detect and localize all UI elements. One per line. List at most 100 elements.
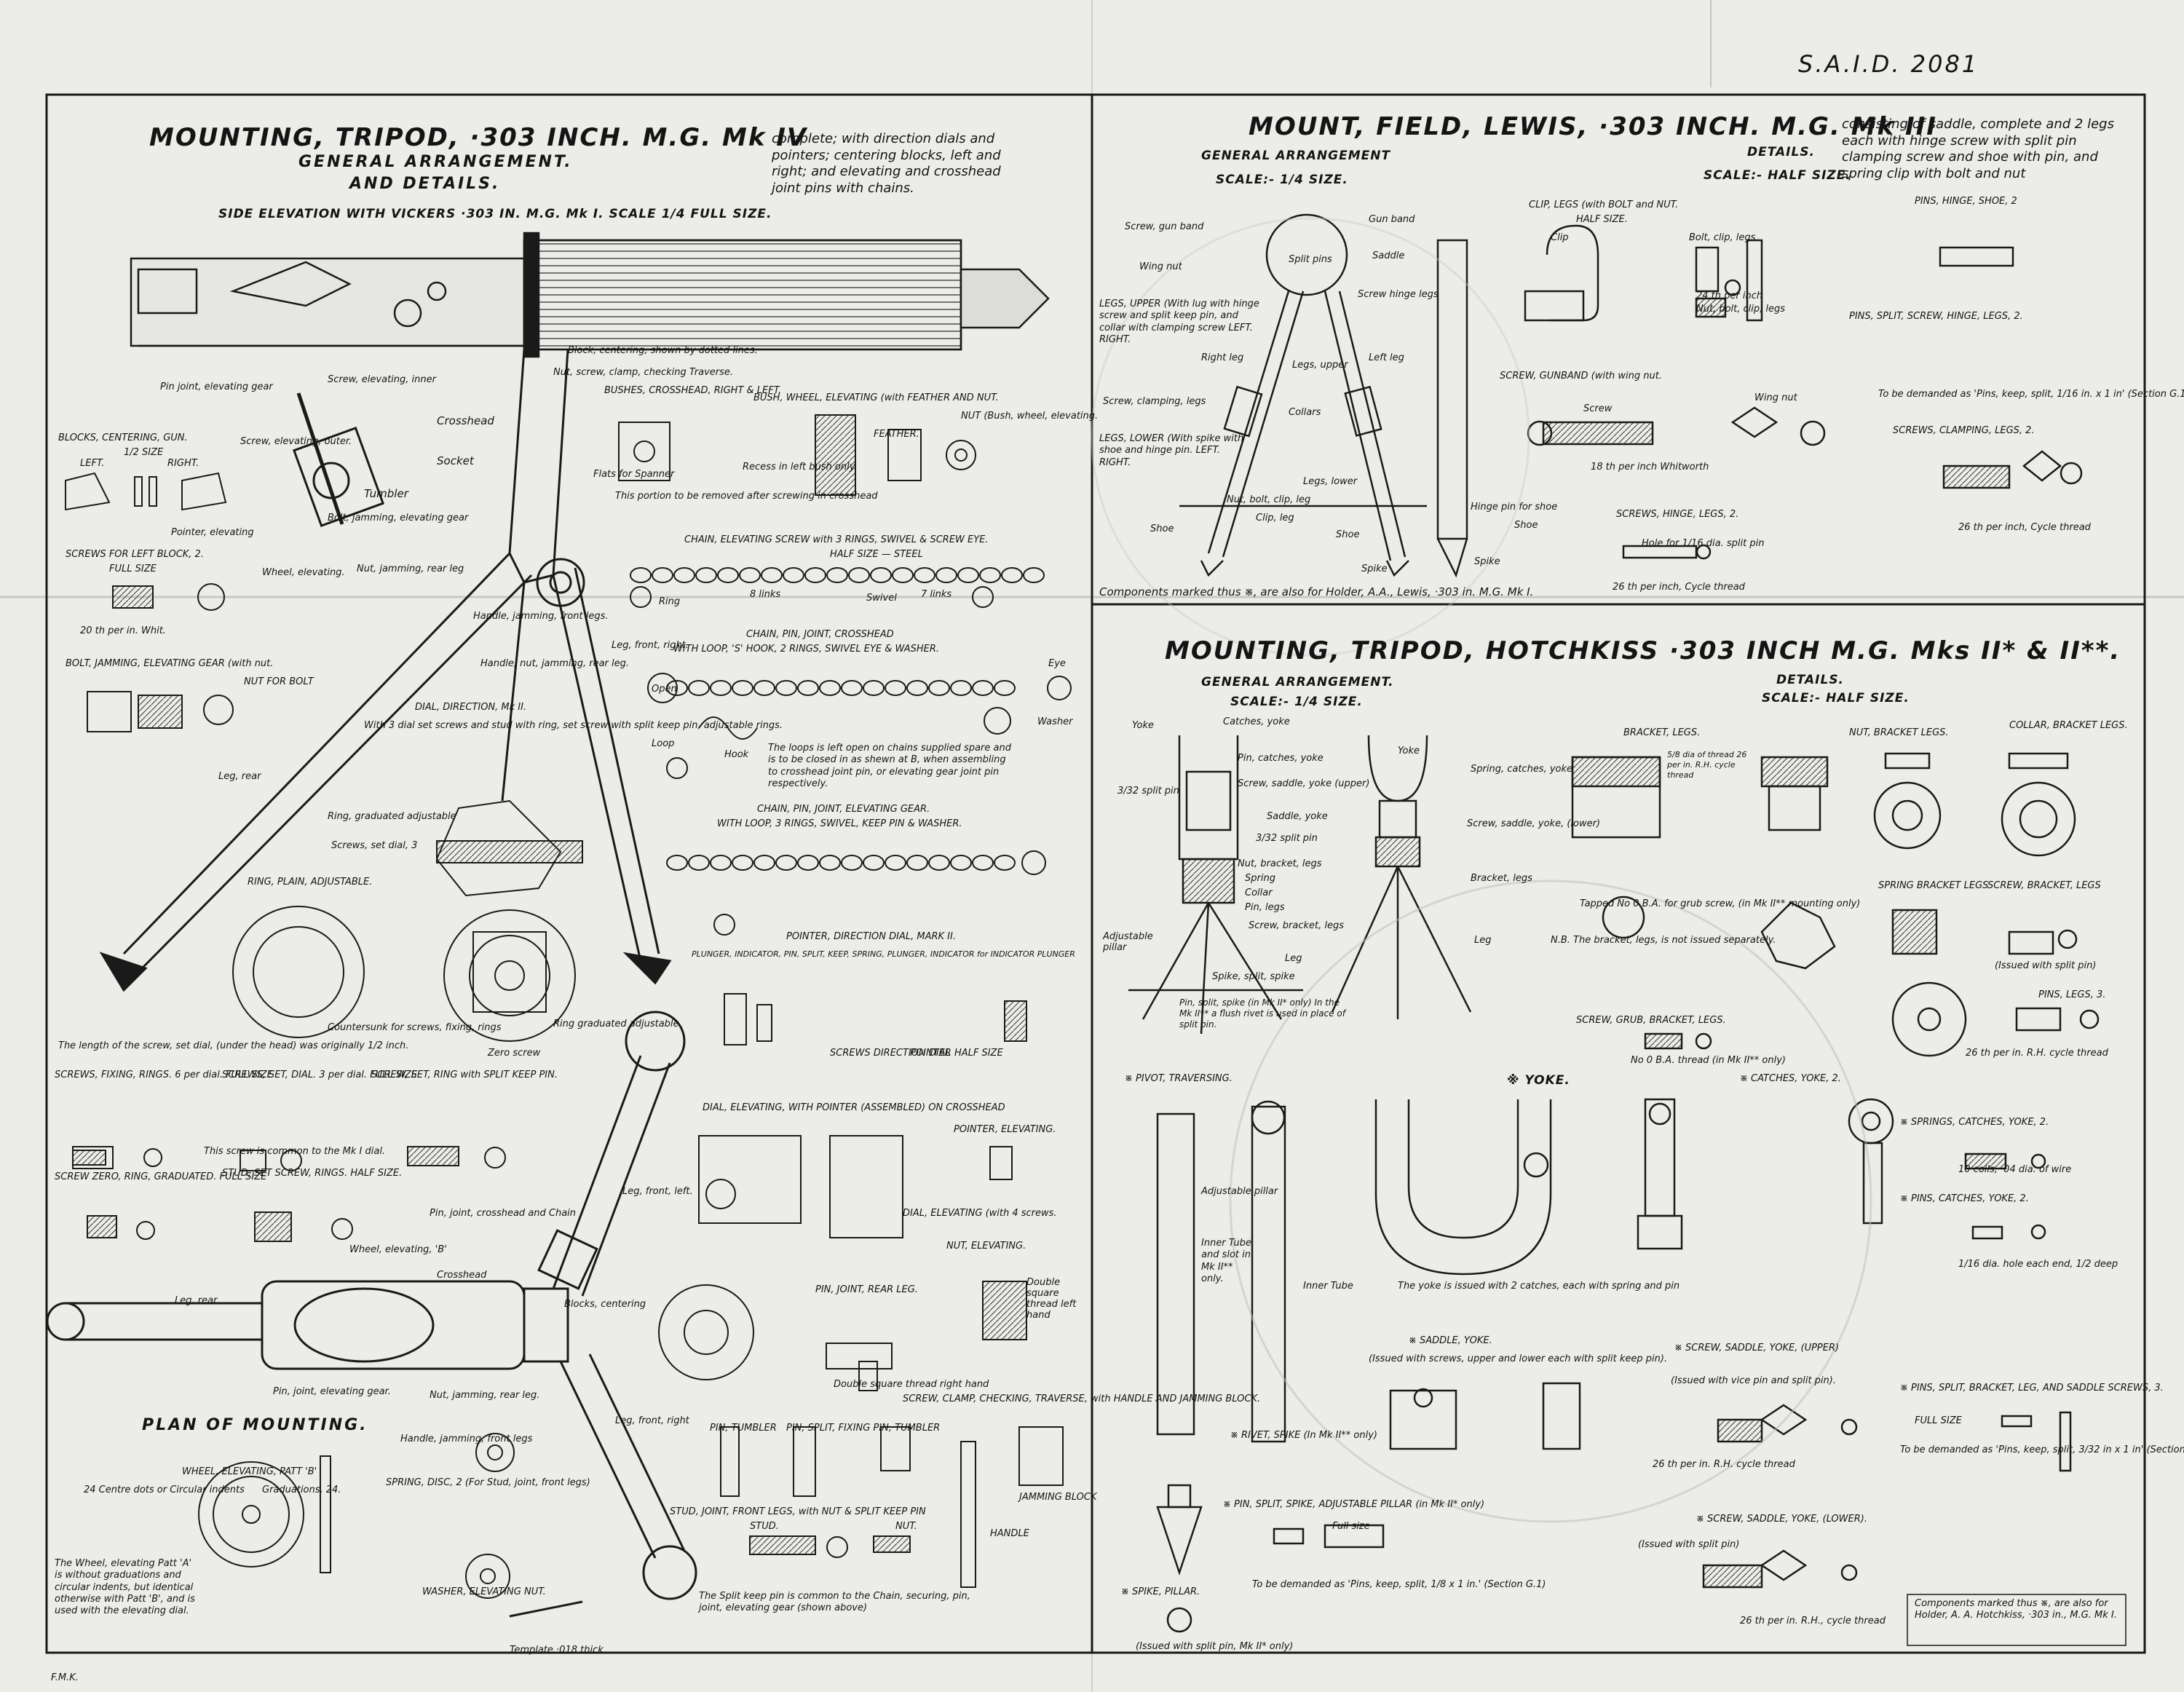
label: Bracket, legs <box>1471 873 1532 884</box>
lewis-title: MOUNT, FIELD, LEWIS, ·303 INCH. M.G. Mk … <box>1249 112 1937 141</box>
label: Open <box>652 684 677 695</box>
label: 8 links <box>750 589 781 600</box>
label: ※ SPIKE, PILLAR. <box>1121 1586 1200 1597</box>
vickers-gun <box>130 232 1050 358</box>
label: Leg, front, left. <box>622 1186 693 1197</box>
hotchkiss-details <box>1156 1098 2072 1633</box>
label: Gun band <box>1369 214 1415 225</box>
label: WITH LOOP, 3 RINGS, SWIVEL, KEEP PIN & W… <box>717 818 962 829</box>
label: POINTER, DIRECTION DIAL, MARK II. <box>786 931 956 942</box>
label: Nut, bracket, legs <box>1238 858 1322 869</box>
label: (Issued with vice pin and split pin). <box>1671 1375 1836 1386</box>
label: Screw, gun band <box>1125 221 1204 232</box>
label: COLLAR, BRACKET LEGS. <box>2009 720 2128 731</box>
hotchkiss-details: DETAILS. <box>1776 673 1845 687</box>
label: Screw hinge legs <box>1358 289 1439 300</box>
label: Legs, lower <box>1303 476 1358 487</box>
label: Inner Tube and slot in Mk II** only. <box>1201 1238 1251 1284</box>
mid-column-parts <box>198 993 1064 1618</box>
label: Screw, saddle, yoke, (lower) <box>1467 818 1601 829</box>
label: Adjustable pillar <box>1201 1186 1278 1197</box>
label: Handle, jamming, front legs <box>400 1434 533 1444</box>
label: WASHER, ELEVATING NUT. <box>422 1586 546 1597</box>
label: LEGS, UPPER (With lug with hinge screw a… <box>1099 299 1259 345</box>
label: Pin, legs <box>1245 902 1285 913</box>
label: JAMMING BLOCK <box>1019 1492 1097 1503</box>
lewis-general-scale: SCALE:- 1/4 SIZE. <box>1216 173 1348 187</box>
label: Wheel, elevating. <box>262 567 345 578</box>
label: Handle, jamming, front legs. <box>473 611 609 622</box>
label: Right leg <box>1201 352 1244 363</box>
label: Nut, jamming, rear leg <box>357 564 464 574</box>
label: 10 coils, ·04 dia. of wire <box>1958 1164 2072 1175</box>
label: 24 th per inch <box>1696 290 1763 301</box>
label: CLIP, LEGS (with BOLT and NUT. <box>1529 199 1679 210</box>
label: SCREW, GRUB, BRACKET, LEGS. <box>1576 1015 1726 1026</box>
lewis-general: GENERAL ARRANGEMENT <box>1201 149 1391 163</box>
label: FULL SIZE <box>109 564 157 574</box>
label: Screw, elevating, inner <box>328 374 436 385</box>
label: DIAL, ELEVATING (with 4 screws. <box>903 1208 1057 1219</box>
label: Eye <box>1048 658 1066 669</box>
label: HANDLE <box>990 1528 1029 1539</box>
label: ※ SPRINGS, CATCHES, YOKE, 2. <box>1900 1117 2049 1128</box>
label: 20 th per in. Whit. <box>80 625 166 636</box>
label: Pointer, elevating <box>171 527 254 538</box>
label: To be demanded as 'Pins, keep, split, 3/… <box>1900 1444 2184 1455</box>
lewis-components-note: Components marked thus ※, are also for H… <box>1099 585 1534 598</box>
label: (Issued with split pin) <box>1995 960 2097 971</box>
lewis-details: DETAILS. <box>1747 145 1816 159</box>
label: No 0 B.A. thread (in Mk II** only) <box>1631 1055 1786 1066</box>
label: PLUNGER, INDICATOR, PIN, SPLIT, KEEP, SP… <box>692 949 1075 959</box>
label: POINTER HALF SIZE <box>910 1048 1003 1059</box>
label: Pin, split, spike (in Mk II* only) In th… <box>1179 997 1345 1029</box>
label: Nut, bolt, clip, legs <box>1696 304 1786 315</box>
label: BUSH, WHEEL, ELEVATING (with FEATHER AND… <box>753 392 999 403</box>
label: Shoe <box>1336 529 1360 540</box>
label: Tapped No 0 B.A. for grub screw, (in Mk … <box>1580 898 1861 909</box>
hotchkiss-title: MOUNTING, TRIPOD, HOTCHKISS ·303 INCH M.… <box>1165 636 2121 665</box>
label: Pin joint, elevating gear <box>160 382 273 392</box>
vickers-title-note: complete; with direction dials and point… <box>772 131 1001 196</box>
label: DIAL, ELEVATING, WITH POINTER (ASSEMBLED… <box>703 1102 1005 1113</box>
label: Bolt, jamming, elevating gear <box>328 513 469 523</box>
label: CHAIN, ELEVATING SCREW with 3 RINGS, SWI… <box>684 534 989 545</box>
label: NUT, ELEVATING. <box>946 1241 1026 1252</box>
label: NUT, BRACKET LEGS. <box>1849 727 1949 738</box>
label: SCREWS, SET, DIAL. 3 per dial. FULL SIZE <box>222 1070 417 1080</box>
label: The Wheel, elevating Patt 'A' is without… <box>55 1558 195 1616</box>
label: PIN, TUMBLER <box>710 1423 777 1434</box>
label: 7 links <box>921 589 952 600</box>
label: Recess in left bush only <box>743 462 855 473</box>
faint-stamp <box>1229 879 1872 1523</box>
label: Wing nut <box>1754 392 1797 403</box>
direction-dial-parts <box>72 799 583 1242</box>
label: Ring, graduated adjustable <box>328 811 456 822</box>
label: SCREWS DIRECTION DIAL <box>830 1048 951 1059</box>
label: (Issued with split pin, Mk II* only) <box>1136 1641 1294 1652</box>
label: Crosshead <box>437 414 494 427</box>
label: LEFT. <box>80 458 105 469</box>
label: Clip, leg <box>1256 513 1294 523</box>
label: Nut, screw, clamp, checking Traverse. <box>553 367 734 378</box>
plan-view <box>46 1011 697 1600</box>
label: Nut, bolt, clip, leg <box>1227 494 1311 505</box>
label: Yoke <box>1398 746 1420 756</box>
label: ※ RIVET, SPIKE (In Mk II** only) <box>1230 1430 1377 1441</box>
label: This portion to be removed after screwin… <box>615 491 878 502</box>
sheet-reference: S.A.I.D. 2081 <box>1798 50 1979 78</box>
label: Collars <box>1289 407 1321 418</box>
label: HALF SIZE. <box>1576 214 1628 225</box>
label: SPRING BRACKET LEGS <box>1878 880 1989 891</box>
label: Hook <box>724 749 749 760</box>
label: STUD, SET SCREW, RINGS. HALF SIZE. <box>222 1168 403 1179</box>
label: SCREW ZERO, RING, GRADUATED. FULL SIZE <box>55 1171 267 1182</box>
label: ※ SCREW, SADDLE, YOKE, (UPPER) <box>1674 1343 1840 1353</box>
label: WHEEL, ELEVATING, PATT 'B' <box>182 1466 317 1477</box>
label: RIGHT. <box>167 458 199 469</box>
label: Inner Tube <box>1303 1281 1353 1292</box>
lewis-mount <box>1179 213 2083 578</box>
label: The length of the screw, set dial, (unde… <box>58 1040 409 1051</box>
vickers-title: MOUNTING, TRIPOD, ·303 INCH. M.G. Mk IV <box>149 123 808 152</box>
label: Nut, jamming, rear leg. <box>430 1390 540 1401</box>
